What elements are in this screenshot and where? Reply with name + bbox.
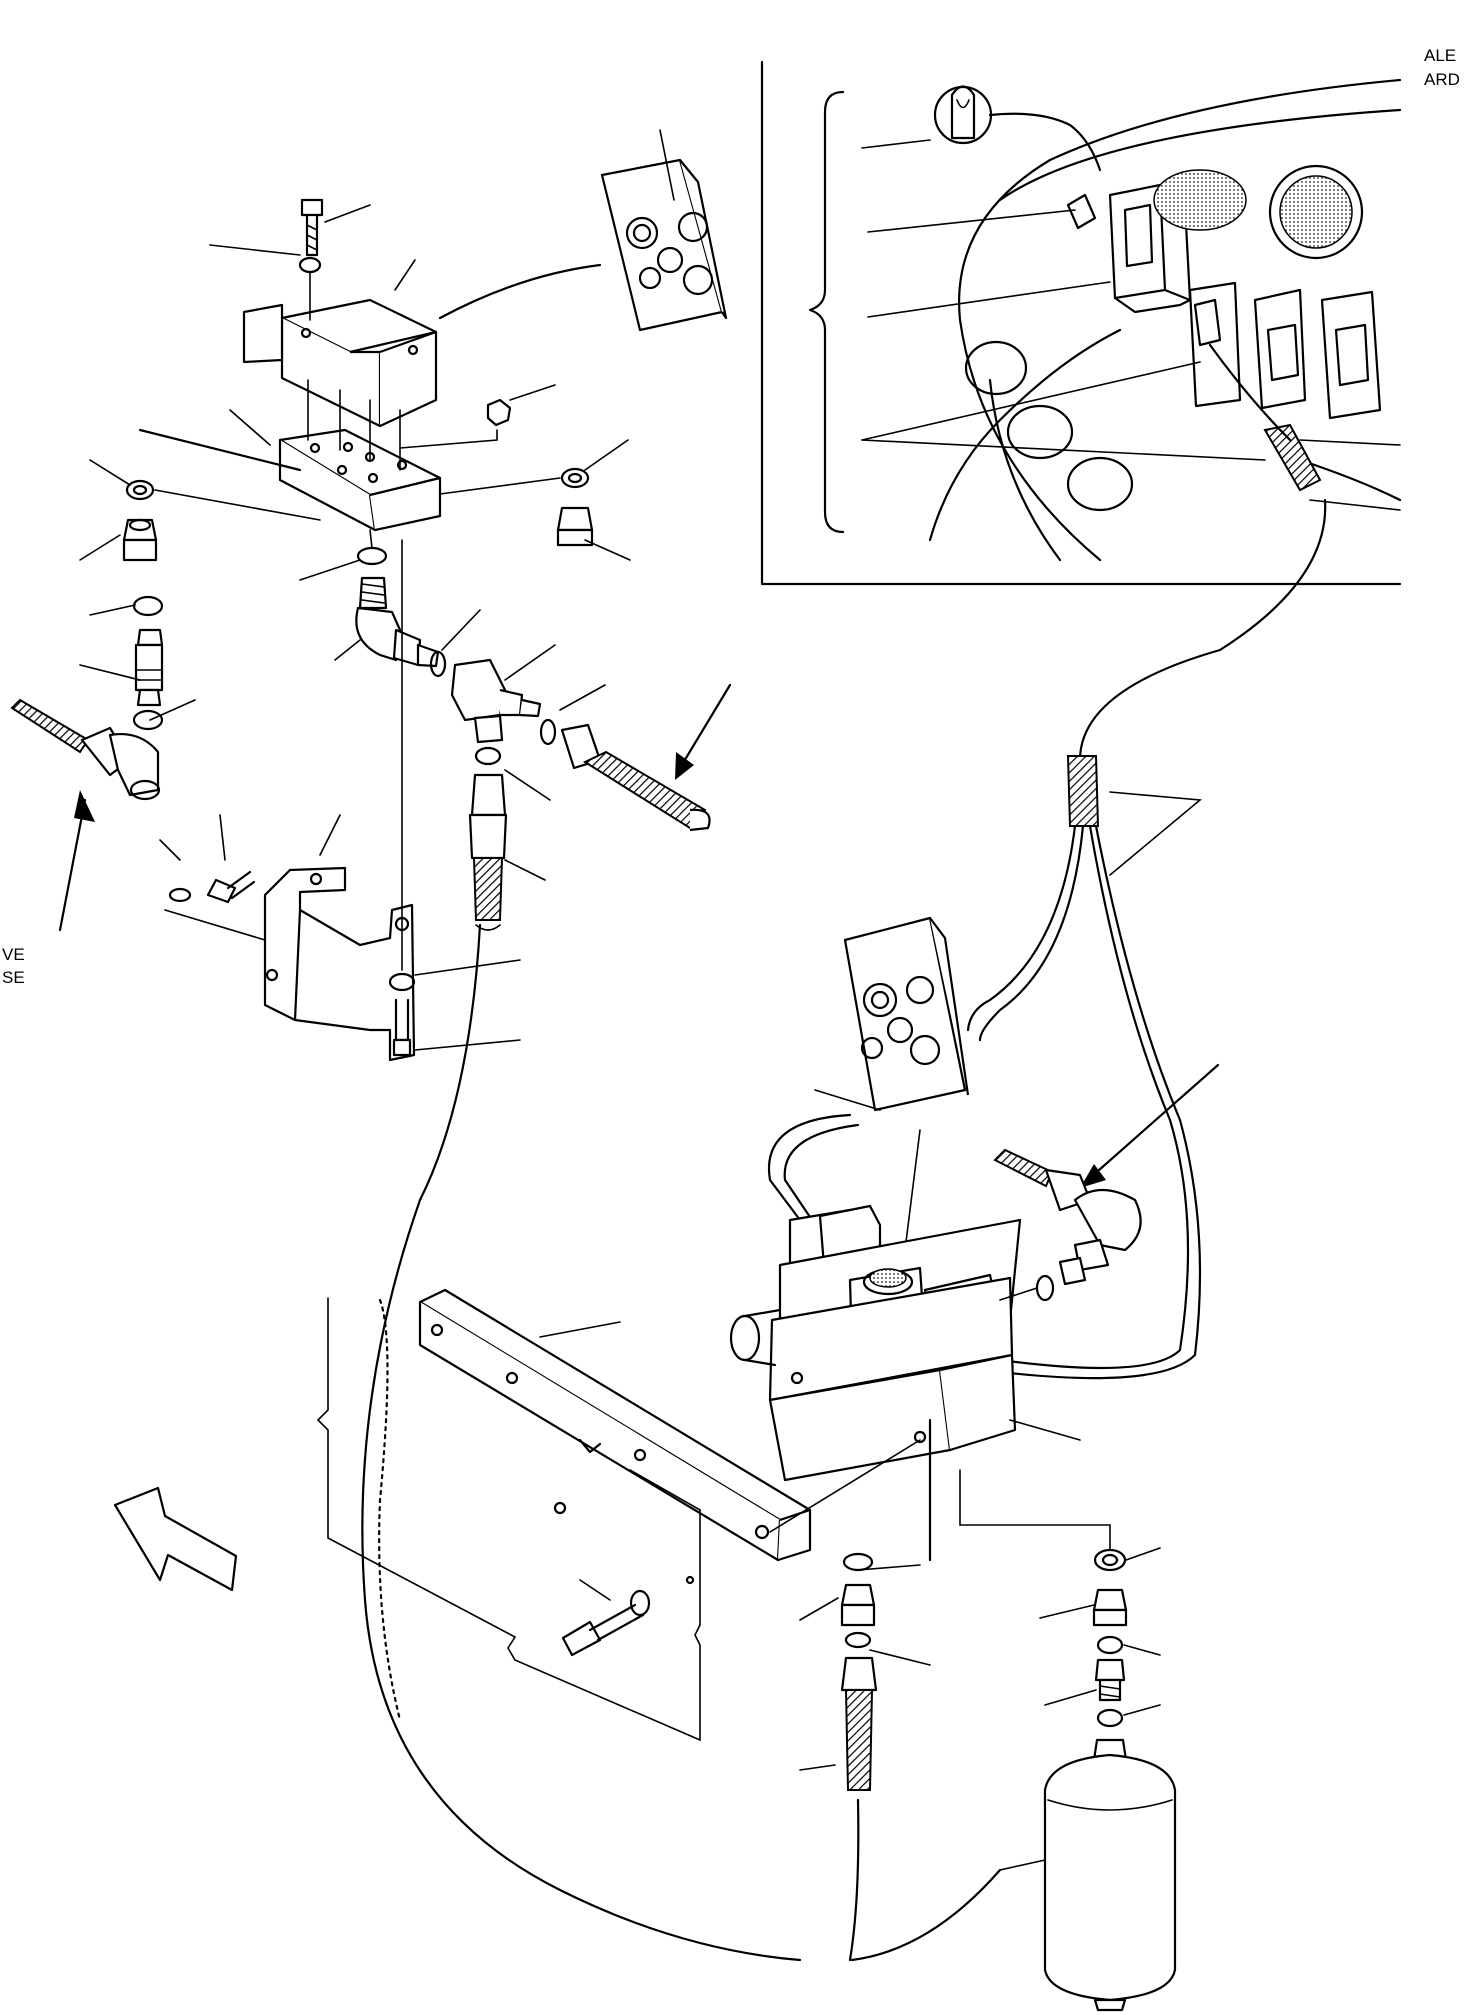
edge-text-top-right-1: ALE: [1424, 46, 1457, 65]
flow-arrow-right: [675, 683, 732, 780]
edge-text-left-2: SE: [2, 968, 25, 987]
edge-text-top-right-2: ARD: [1424, 70, 1460, 89]
upper-valve-block: [242, 198, 512, 532]
hose-right: [560, 723, 711, 832]
dashboard-inset: [760, 60, 1402, 586]
tee-fitting: [450, 658, 542, 766]
hose-left: [10, 698, 161, 801]
plug-right: [556, 467, 594, 547]
harness-wire: [1078, 498, 1327, 762]
plug-left: [122, 479, 158, 562]
elbow-fitting: [355, 529, 440, 668]
elbow-fitting-right: [993, 1148, 1142, 1302]
adapter-left: [132, 428, 302, 731]
screw-lower: [561, 1575, 695, 1657]
mounting-bar: [418, 1288, 921, 1562]
fittings-right: [959, 1469, 1161, 1728]
bulb-icon: [933, 85, 1102, 172]
grommet-card-lower: [814, 916, 970, 1251]
flow-arrow-left: [58, 790, 95, 932]
flow-arrow-lower: [1080, 1063, 1220, 1188]
leader-lines: [79, 204, 631, 1338]
fittings-center: [799, 1552, 931, 1962]
mounting-bracket: [164, 866, 416, 1062]
edge-text-left-1: VE: [2, 945, 25, 964]
lower-valve-block: [729, 1204, 1081, 1482]
accumulator: [999, 1738, 1177, 2012]
view-arrow-icon: [113, 1486, 238, 1592]
main-hose-line: [361, 923, 802, 1962]
switch-bank-icon: [1188, 281, 1382, 420]
hose-down: [468, 773, 508, 931]
screw-bracket: [388, 539, 416, 1057]
grommet-card-top: [438, 129, 728, 332]
